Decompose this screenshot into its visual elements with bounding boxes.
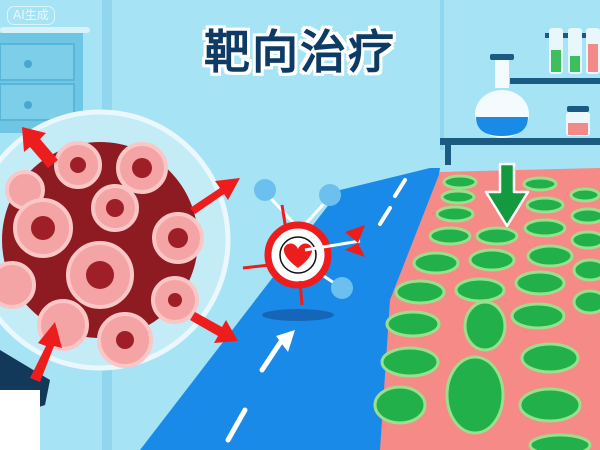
red-arrow-icons [22, 127, 240, 382]
healthy-tissue [373, 168, 600, 450]
page-title: 靶向治疗 [204, 25, 396, 79]
down-arrow-icon [484, 162, 530, 228]
cabinet [0, 27, 90, 133]
tumor-cluster [0, 109, 231, 371]
vessel-road [140, 168, 440, 450]
ai-generated-badge: AI生成 [7, 6, 55, 25]
lab-shelf [440, 28, 600, 165]
device [0, 350, 50, 450]
target-icon [242, 179, 365, 321]
